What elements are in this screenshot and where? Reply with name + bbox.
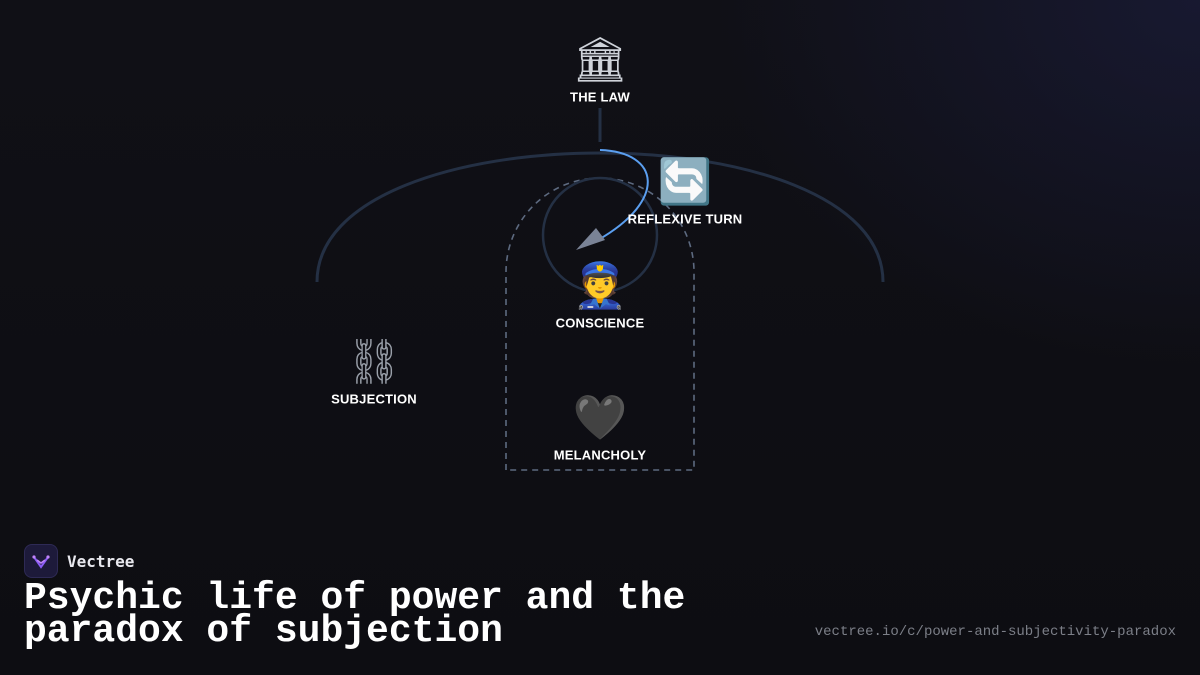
conscience-ring [541, 176, 659, 294]
node-reflexive-turn: 🔄 REFLEXIVE TURN [627, 156, 743, 227]
brand-name: Vectree [67, 551, 135, 571]
classical-building-icon: 🏛 [572, 34, 628, 86]
node-melancholy: 🖤 MELANCHOLY [553, 392, 647, 463]
counterclockwise-arrows-icon: 🔄 [657, 156, 713, 208]
vectree-logo-icon [24, 544, 58, 578]
reflexive-arrow [597, 149, 649, 241]
node-label-the-law: THE LAW [570, 89, 630, 105]
page-title: Psychic life of power and the paradox of… [24, 577, 686, 653]
node-subjection: ⛓ SUBJECTION [331, 336, 417, 407]
chains-icon: ⛓ [346, 336, 402, 388]
police-officer-icon: 👮 [572, 260, 628, 312]
reflexive-arrow-head [576, 228, 605, 250]
node-label-melancholy: MELANCHOLY [553, 447, 647, 463]
node-conscience: 👮 CONSCIENCE [555, 260, 645, 331]
node-label-conscience: CONSCIENCE [555, 315, 645, 331]
black-heart-icon: 🖤 [572, 392, 628, 444]
node-label-reflexive-turn: REFLEXIVE TURN [627, 211, 743, 227]
source-url[interactable]: vectree.io/c/power-and-subjectivity-para… [814, 624, 1176, 640]
node-label-subjection: SUBJECTION [331, 391, 417, 407]
power-arc [315, 151, 885, 283]
brand[interactable]: Vectree [24, 544, 134, 578]
node-the-law: 🏛 THE LAW [570, 34, 630, 105]
